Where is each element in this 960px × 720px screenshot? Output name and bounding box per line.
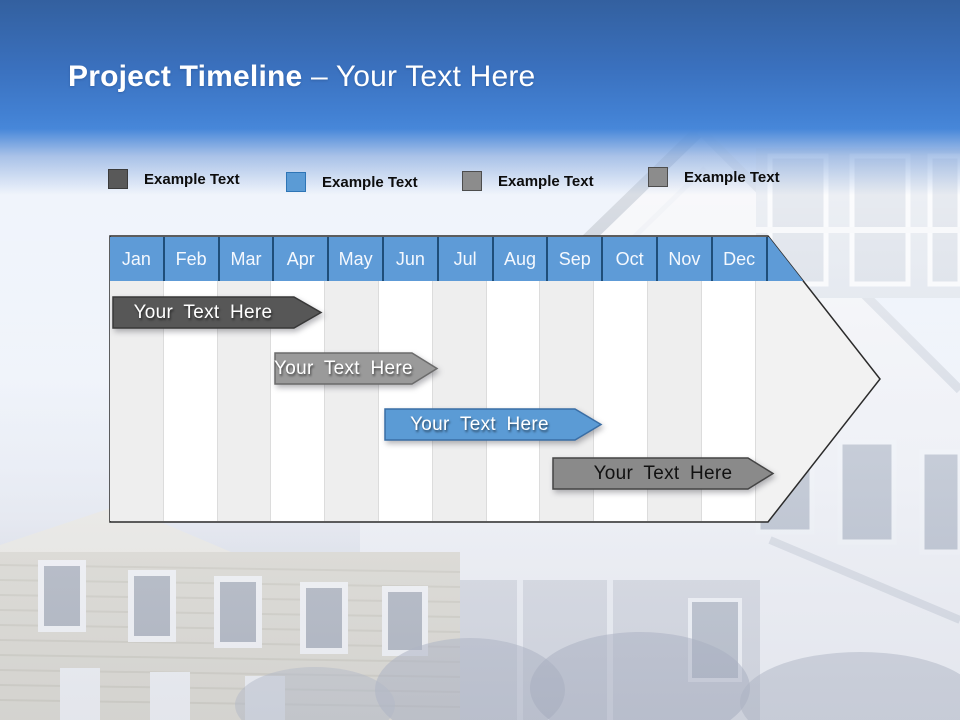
gantt-bar-label: Your Text Here xyxy=(133,302,273,323)
column-jul xyxy=(432,281,487,521)
top-banner-gradient xyxy=(0,0,960,195)
legend-item-1[interactable]: Example Text xyxy=(108,169,240,189)
month-cell-sep[interactable]: Sep xyxy=(548,237,604,281)
gantt-bar-arrow-shape xyxy=(552,457,775,490)
slide-title[interactable]: Project Timeline – Your Text Here xyxy=(68,60,535,94)
month-cell-jul[interactable]: Jul xyxy=(439,237,494,281)
legend-item-2[interactable]: Example Text xyxy=(286,172,418,192)
gantt-bar-label: Your Text Here xyxy=(410,414,549,435)
month-cell-nov[interactable]: Nov xyxy=(658,237,713,281)
month-cell-dec[interactable]: Dec xyxy=(713,237,768,281)
gantt-bar-3[interactable]: Your Text Here xyxy=(384,408,603,441)
legend-swatch-icon xyxy=(286,172,306,192)
column-aug xyxy=(486,281,541,521)
legend-item-4[interactable]: Example Text xyxy=(648,167,780,187)
legend-label: Example Text xyxy=(498,172,594,190)
title-regular-text: – Your Text Here xyxy=(302,60,536,93)
legend-swatch-icon xyxy=(462,171,482,191)
legend-swatch-icon xyxy=(108,169,128,189)
month-cell-jan[interactable]: Jan xyxy=(110,237,165,281)
gantt-bar-arrow-shape xyxy=(112,296,323,329)
gantt-bar-label: Your Text Here xyxy=(274,358,413,379)
column-may xyxy=(325,281,379,521)
gantt-bar-arrow-shape xyxy=(384,408,603,441)
legend-label: Example Text xyxy=(322,173,418,191)
gantt-bar-4[interactable]: Your Text Here xyxy=(552,457,775,490)
column-jun xyxy=(378,281,433,521)
month-cell-jun[interactable]: Jun xyxy=(384,237,439,281)
gantt-bar-2[interactable]: Your Text Here xyxy=(274,352,439,385)
month-cell-mar[interactable]: Mar xyxy=(220,237,275,281)
month-cell-aug[interactable]: Aug xyxy=(494,237,549,281)
legend-swatch-icon xyxy=(648,167,668,187)
month-cell-oct[interactable]: Oct xyxy=(603,237,658,281)
gantt-bar-1[interactable]: Your Text Here xyxy=(112,296,323,329)
legend-label: Example Text xyxy=(144,170,240,188)
month-cell-may[interactable]: May xyxy=(329,237,384,281)
month-cell-apr[interactable]: Apr xyxy=(274,237,330,281)
gantt-bar-arrow-shape xyxy=(274,352,439,385)
month-cell-feb[interactable]: Feb xyxy=(165,237,220,281)
title-bold-text: Project Timeline xyxy=(68,60,303,93)
legend-label: Example Text xyxy=(684,168,780,186)
gantt-bar-label: Your Text Here xyxy=(593,463,733,484)
legend-item-3[interactable]: Example Text xyxy=(462,171,594,191)
